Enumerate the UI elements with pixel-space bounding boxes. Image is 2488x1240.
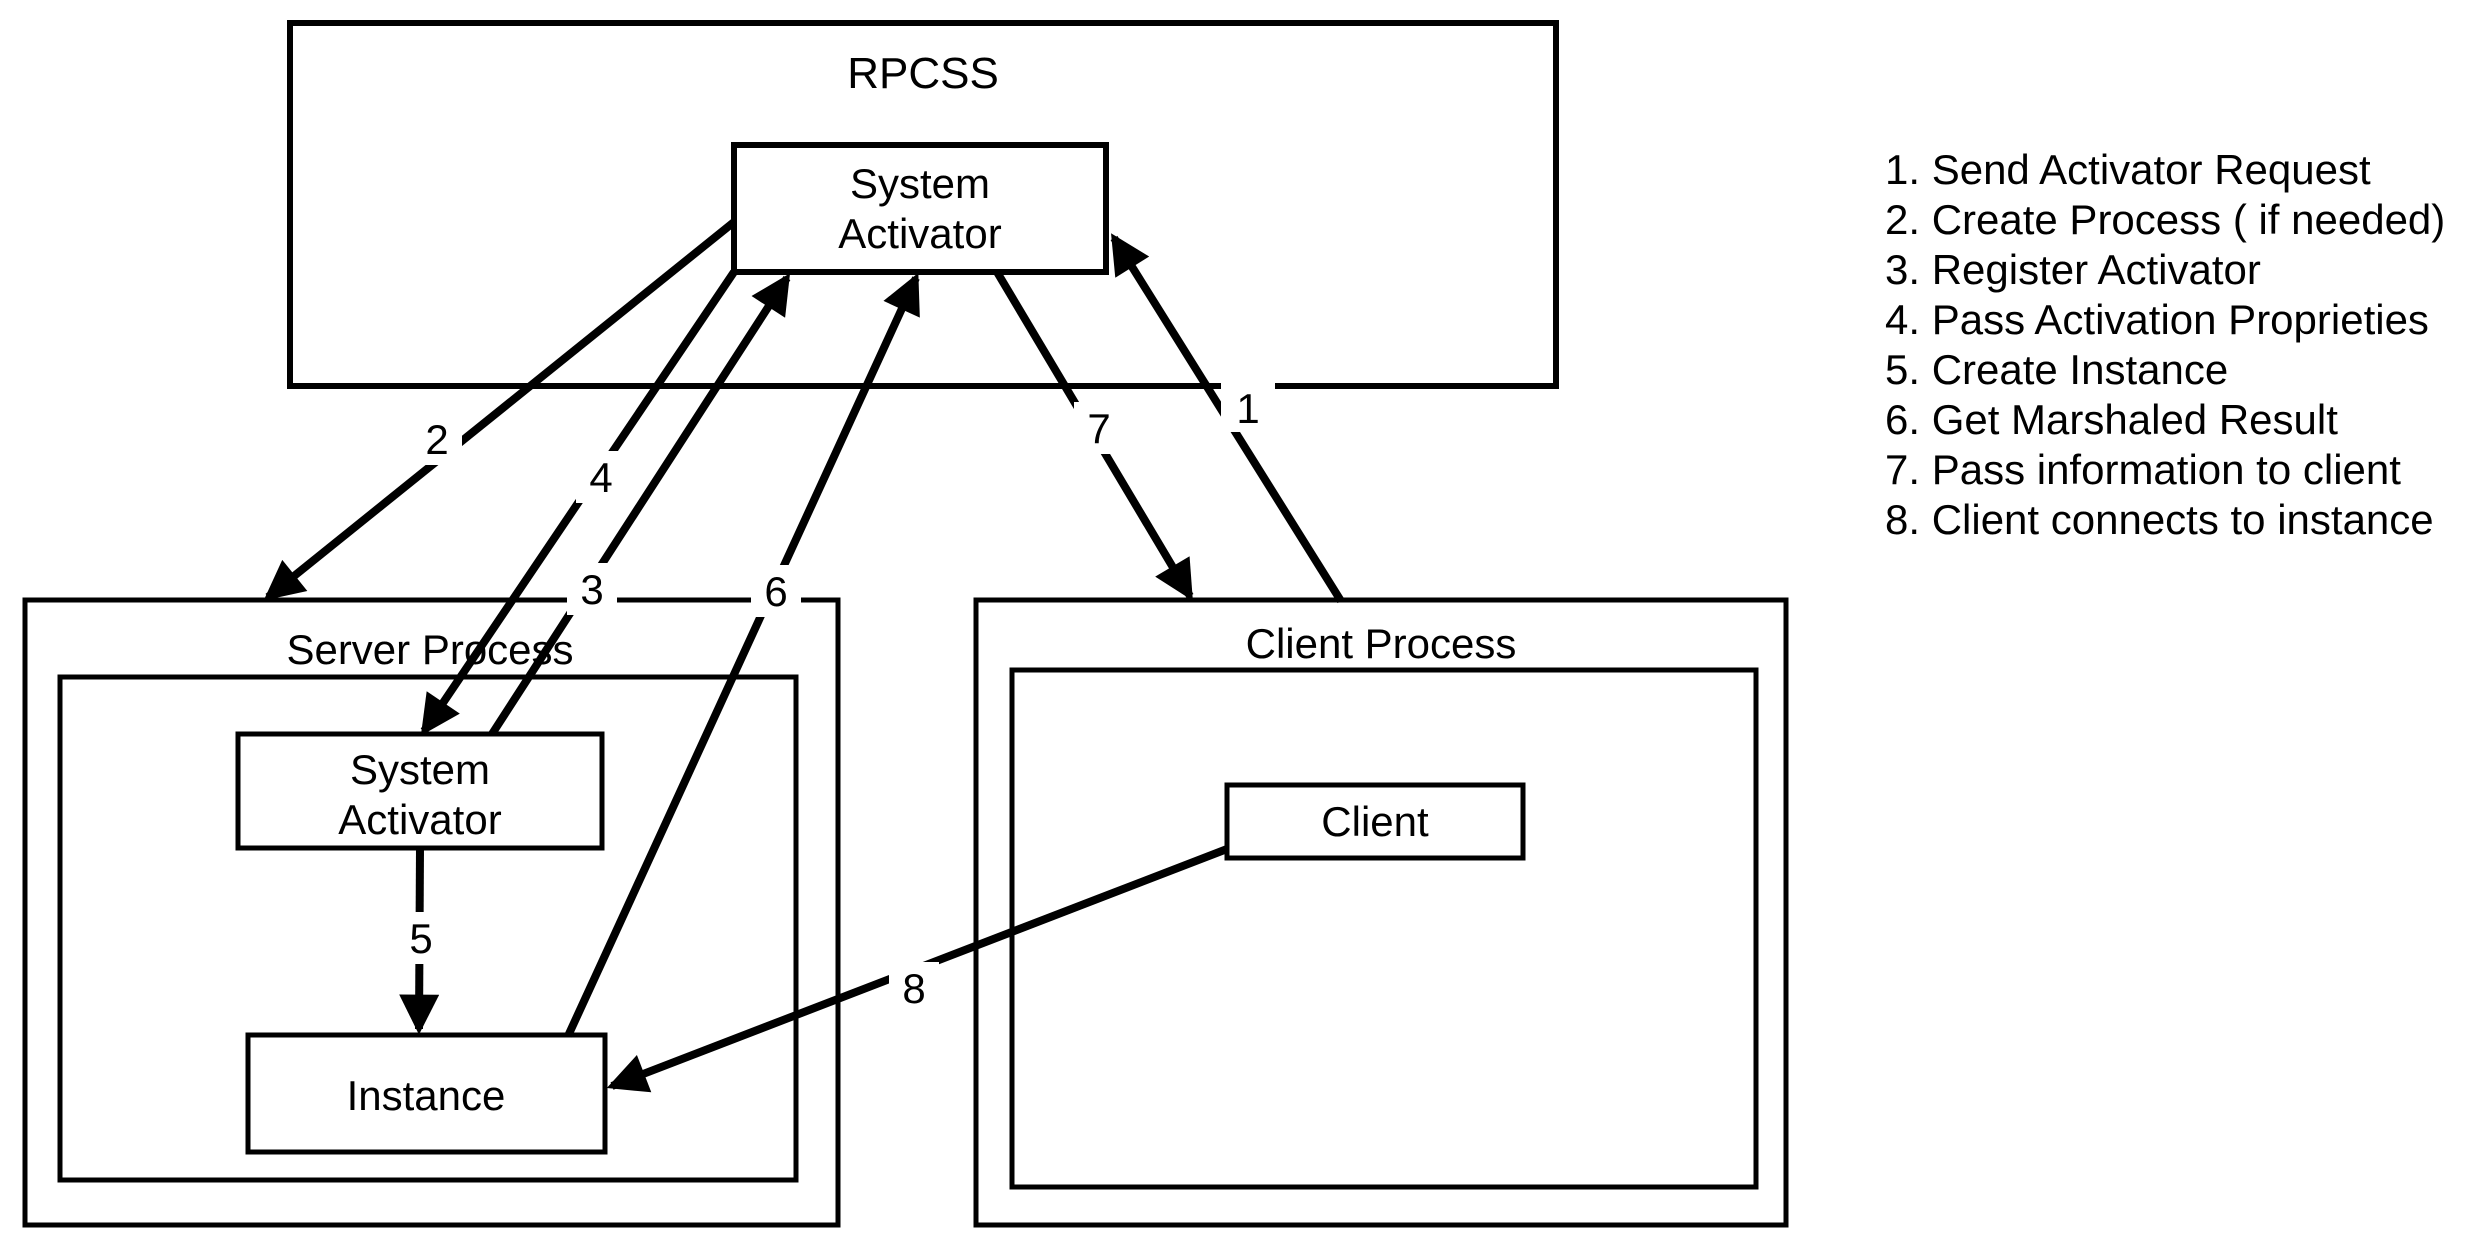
system-activator-top-label-line1: System xyxy=(850,160,990,207)
arrow-number-3: 3 xyxy=(580,566,603,613)
arrow-number-2: 2 xyxy=(425,416,448,463)
client-process-inner-box xyxy=(1009,667,1759,1190)
client-label: Client xyxy=(1321,798,1429,845)
system-activator-server-label-line2: Activator xyxy=(338,796,501,843)
legend-item-8: 8. Client connects to instance xyxy=(1885,496,2434,543)
legend-item-2: 2. Create Process ( if needed) xyxy=(1885,196,2445,243)
client-box xyxy=(1224,782,1526,861)
arrow-number-1: 1 xyxy=(1236,385,1259,432)
rpcss-label: RPCSS xyxy=(847,49,999,98)
system-activator-top-box xyxy=(731,142,1109,275)
arrow-number-6: 6 xyxy=(764,568,787,615)
system-activator-top-label-line2: Activator xyxy=(838,210,1001,257)
arrow-number-6-backplate xyxy=(751,565,801,617)
legend-item-1: 1. Send Activator Request xyxy=(1885,146,2371,193)
legend-item-7: 7. Pass information to client xyxy=(1885,446,2401,493)
arrow-number-7-backplate xyxy=(1074,402,1124,454)
arrow-6-get-marshaled-result xyxy=(564,272,920,1038)
legend-item-6: 6. Get Marshaled Result xyxy=(1885,396,2338,443)
arrow-number-4: 4 xyxy=(589,454,612,501)
arrow-number-8-backplate xyxy=(889,962,939,1014)
arrow-number-5: 5 xyxy=(409,915,432,962)
arrow-number-7: 7 xyxy=(1087,405,1110,452)
legend-item-5: 5. Create Instance xyxy=(1885,346,2228,393)
arrow-2-create-process xyxy=(263,218,737,601)
system-activator-server-box xyxy=(235,731,605,851)
system-activator-server-label-line1: System xyxy=(350,746,490,793)
legend-item-4: 4. Pass Activation Proprieties xyxy=(1885,296,2429,343)
arrow-number-2-backplate xyxy=(412,413,462,465)
instance-box xyxy=(245,1032,608,1155)
instance-label: Instance xyxy=(347,1072,506,1119)
legend: 1. Send Activator Request 2. Create Proc… xyxy=(1885,146,2445,543)
arrow-3-register-activator xyxy=(488,273,791,737)
arrow-number-5-backplate xyxy=(396,912,446,964)
client-process-label: Client Process xyxy=(1246,620,1517,667)
arrow-number-3-backplate xyxy=(567,563,617,615)
legend-item-3: 3. Register Activator xyxy=(1885,246,2261,293)
server-process-label: Server Process xyxy=(286,626,573,673)
arrow-number-8: 8 xyxy=(902,965,925,1012)
arrow-number-1-backplate xyxy=(1221,382,1275,432)
arrow-number-4-backplate xyxy=(576,451,626,503)
